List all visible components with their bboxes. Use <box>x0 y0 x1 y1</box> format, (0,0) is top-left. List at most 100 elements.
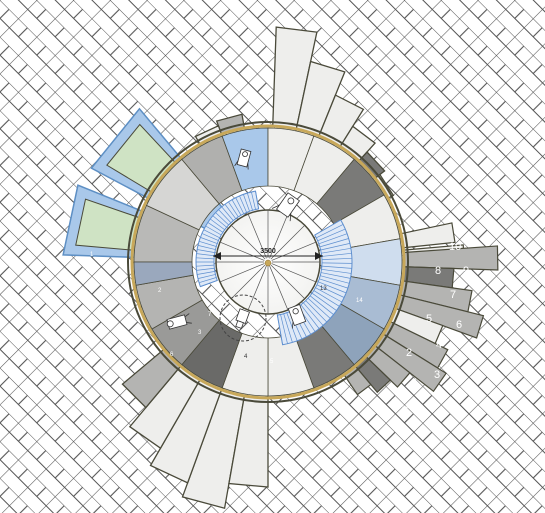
arc-stair-tread <box>316 284 345 298</box>
zone-label-5: 5 <box>270 359 274 365</box>
person-in-chair-icon <box>234 148 252 170</box>
arc-stair-tread <box>321 252 352 257</box>
person-in-chair-icon <box>287 303 307 329</box>
arc-stair-tread <box>197 249 215 253</box>
zone-label-4: 4 <box>244 354 248 360</box>
arc-stair-tread <box>320 243 350 251</box>
floor-spoke <box>269 213 289 259</box>
arc-stair-tread <box>231 199 242 216</box>
arc-stair-tread <box>320 272 351 279</box>
arc-stair-tread <box>317 228 346 242</box>
arc-stair-tread <box>221 206 234 221</box>
stair-number-10: 10 <box>449 241 461 253</box>
arc-stair-tread <box>318 281 347 294</box>
arc-stair-tread <box>243 194 250 212</box>
zone-label-2: 2 <box>158 288 162 294</box>
table-zone-outline <box>219 294 267 342</box>
floor-spoke <box>271 241 317 261</box>
arc-stair-tread <box>207 222 224 233</box>
arc-stair-tread <box>320 275 350 284</box>
floor-spoke <box>230 224 266 260</box>
stair-number-3: 3 <box>434 369 440 381</box>
arc-stair-tread <box>283 313 293 343</box>
arc-stair-tread <box>309 295 334 315</box>
dimension-line <box>213 252 323 260</box>
arc-stair-tread <box>321 265 352 269</box>
arc-stair-tread <box>196 257 215 260</box>
arc-stair-tread <box>316 224 344 239</box>
arc-stair-tread <box>196 267 215 271</box>
arc-stair-tread <box>251 191 256 210</box>
arc-stair-tread <box>200 280 218 287</box>
arc-stair-tread <box>196 253 215 257</box>
arc-stair-tread <box>311 292 337 311</box>
arc-stair-tread <box>212 215 227 228</box>
arc-stair-tread <box>321 247 351 254</box>
arc-stair-tread <box>224 204 237 219</box>
arc-stair-tread <box>228 201 239 218</box>
stair-number-5: 5 <box>426 313 432 325</box>
interior-ring <box>133 127 403 397</box>
stair-number-7: 7 <box>450 289 456 301</box>
dimension-label: 3500 <box>260 248 276 255</box>
arc-stair-tread <box>305 300 327 323</box>
arc-stair-tread <box>247 192 253 211</box>
floor-spoke <box>219 263 265 283</box>
arc-stair-tread <box>303 302 324 326</box>
floor-spoke <box>230 264 266 300</box>
floor-spoke <box>269 265 289 311</box>
stair-number-2: 2 <box>406 347 412 359</box>
stair-steps <box>343 222 499 396</box>
interior-segment <box>133 261 194 286</box>
arc-stair-tread <box>215 212 229 226</box>
gold-ring <box>130 124 406 400</box>
center-pivot <box>264 259 272 267</box>
arc-stair-tread <box>198 277 217 283</box>
floor-spoke <box>271 263 317 283</box>
stair-number-6: 6 <box>456 319 462 331</box>
arc-stair-tread <box>198 241 217 247</box>
stair-number-4: 4 <box>436 339 442 351</box>
zone-label-14: 14 <box>356 298 363 304</box>
arc-stair-tread <box>200 237 218 244</box>
arc-stair-tread <box>321 257 352 260</box>
zone-label-3: 3 <box>198 330 202 336</box>
floor-spoke <box>247 213 267 259</box>
floor-spoke <box>219 241 265 261</box>
stair-number-8: 8 <box>435 265 441 277</box>
arc-stair-tread <box>197 271 215 275</box>
arc-stair-tread <box>315 287 343 303</box>
arc-stair-tread <box>321 268 352 274</box>
arc-stair-tread <box>300 304 320 329</box>
arc-stair-tread <box>280 314 288 344</box>
person-in-chair-icon <box>271 192 301 222</box>
zone-label-1: 1 <box>90 252 94 258</box>
arc-stair-tread <box>239 195 247 213</box>
arc-stair-tread <box>218 209 232 223</box>
person-lying-icon <box>166 313 192 330</box>
central-spokes <box>216 210 320 314</box>
arc-stair-tread <box>313 290 340 307</box>
arc-stair-tread <box>255 191 259 209</box>
floor-spoke <box>270 224 306 260</box>
outer-ring <box>127 121 409 403</box>
arc-stair-tread <box>307 298 331 319</box>
arc-stair-tread <box>319 238 349 248</box>
arc-stair-tread <box>201 233 219 241</box>
chair-table-icon <box>235 308 250 329</box>
zone-label-6: 6 <box>170 352 174 358</box>
stair-number-9: 9 <box>463 265 469 277</box>
arc-stair-tread <box>318 233 348 245</box>
arc-stair-tread <box>203 229 220 239</box>
zone-label-7: 7 <box>208 312 212 318</box>
arc-stair-tread <box>277 315 283 345</box>
zone-label-13: 13 <box>320 286 327 292</box>
arc-stair-tread <box>205 225 222 236</box>
floor-spoke <box>247 265 267 311</box>
arc-stair-tread <box>196 264 215 267</box>
arc-stair-tread <box>314 219 341 236</box>
arc-stair-tread <box>286 312 298 341</box>
arc-stair-tread <box>319 278 348 289</box>
